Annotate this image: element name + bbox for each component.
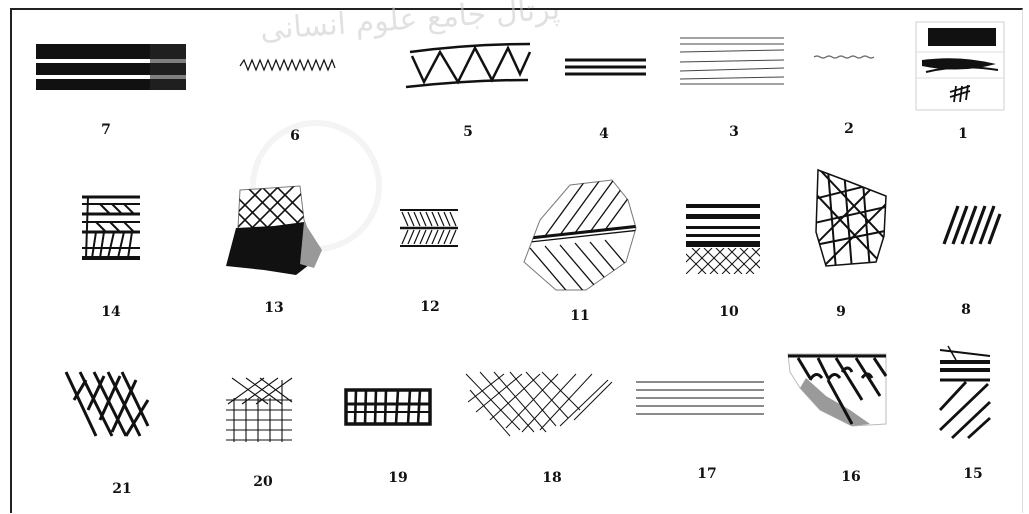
motif-3-thin-lines bbox=[680, 38, 784, 84]
label-1: 1 bbox=[943, 126, 983, 142]
motif-4-lines bbox=[565, 60, 646, 74]
motif-8-diagonal-hatch bbox=[944, 206, 1000, 244]
label-7: 7 bbox=[86, 122, 126, 138]
label-20: 20 bbox=[243, 474, 283, 490]
label-3: 3 bbox=[714, 124, 754, 140]
label-6: 6 bbox=[275, 128, 315, 144]
label-14: 14 bbox=[91, 304, 131, 320]
label-8: 8 bbox=[946, 302, 986, 318]
motif-12-herringbone bbox=[400, 208, 458, 248]
motif-9-sherd-crosshatch bbox=[810, 170, 890, 270]
label-12: 12 bbox=[410, 299, 450, 315]
motif-13-crosshatch-solid bbox=[205, 185, 335, 275]
label-11: 11 bbox=[560, 308, 600, 324]
label-5: 5 bbox=[448, 124, 488, 140]
label-15: 15 bbox=[953, 466, 993, 482]
label-9: 9 bbox=[821, 304, 861, 320]
label-18: 18 bbox=[532, 470, 572, 486]
motif-5-triangles bbox=[406, 44, 530, 87]
motif-6-zigzag bbox=[240, 60, 335, 70]
motif-1-composite bbox=[916, 22, 1004, 110]
motif-16-sherd-hooks bbox=[788, 354, 886, 426]
label-17: 17 bbox=[687, 466, 727, 482]
motif-2-wavy-line bbox=[814, 56, 874, 58]
label-4: 4 bbox=[584, 126, 624, 142]
label-13: 13 bbox=[254, 300, 294, 316]
motif-18-net bbox=[466, 372, 612, 436]
motif-7-bands bbox=[36, 44, 186, 90]
motif-21-lattice bbox=[66, 372, 148, 436]
label-10: 10 bbox=[709, 304, 749, 320]
motif-10-bands-crosshatch bbox=[674, 204, 778, 274]
motif-11-sherd-hatch bbox=[524, 175, 645, 295]
motif-15-bands-diagonal bbox=[940, 346, 990, 438]
motif-14-bands-hatch bbox=[82, 197, 140, 258]
motif-19-ladder bbox=[346, 390, 430, 424]
label-19: 19 bbox=[378, 470, 418, 486]
motif-20-grid-cross bbox=[226, 378, 292, 442]
label-21: 21 bbox=[102, 481, 142, 497]
label-16: 16 bbox=[831, 469, 871, 485]
label-2: 2 bbox=[829, 121, 869, 137]
motif-17-parallel-lines bbox=[636, 382, 764, 414]
